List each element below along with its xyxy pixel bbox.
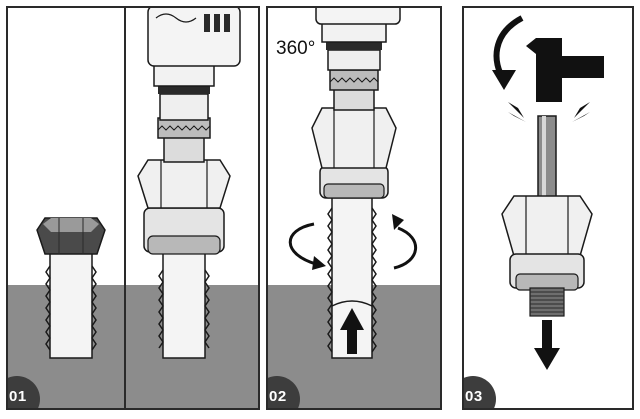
extractor-socket-icon [501, 195, 593, 291]
bolt-in-ground-icon [327, 193, 377, 359]
bolt-thread-icon [529, 287, 565, 317]
step-panel-02: 360° 02 [266, 6, 442, 410]
ground-surface [8, 285, 258, 408]
step-number: 02 [269, 388, 287, 405]
damaged-bolt-icon [36, 217, 106, 359]
rotation-angle-label: 360° [276, 38, 316, 59]
hammer-icon [526, 38, 604, 102]
step-02-illustration [268, 8, 440, 408]
step-panel-01: 01 [6, 6, 260, 410]
drill-chuck-icon [315, 8, 401, 111]
drill-chuck-icon [147, 8, 241, 163]
extractor-socket-icon [311, 107, 397, 199]
extractor-rod-icon [537, 115, 557, 201]
step-panel-03: 03 [462, 6, 634, 410]
step-03-illustration [492, 15, 604, 370]
step-01-illustration [8, 8, 258, 408]
swing-arrow-icon [492, 15, 524, 90]
step-number: 03 [465, 388, 483, 405]
bolt-in-ground-icon [158, 247, 210, 359]
down-arrow-icon [534, 320, 560, 370]
step-number: 01 [9, 388, 27, 405]
extractor-socket-icon [137, 159, 231, 255]
rotation-arrow-icon [288, 214, 418, 270]
impact-lines-icon [508, 102, 590, 122]
up-arrow-icon [340, 308, 364, 354]
